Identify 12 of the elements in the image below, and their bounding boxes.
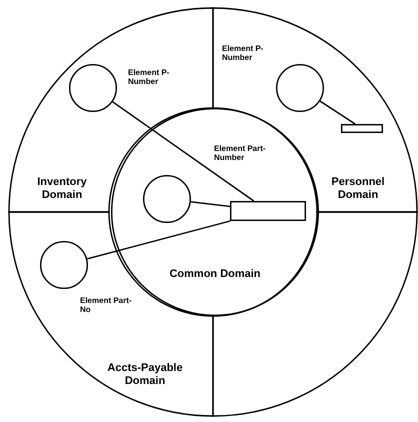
- element-label: Element P-Number: [222, 44, 264, 62]
- domain-label: Common Domain: [168, 268, 262, 281]
- domain-label: Inventory Domain: [36, 176, 88, 202]
- element-label: Element Part-Number: [214, 144, 266, 162]
- connector-line: [87, 220, 230, 260]
- element-label: Element P-Number: [128, 68, 170, 86]
- element-label: Element Part-No: [80, 296, 132, 314]
- connector-line: [190, 201, 230, 208]
- domain-label: Personnel Domain: [330, 176, 386, 202]
- domain-label: Accts-Payable Domain: [106, 362, 184, 388]
- connector-line: [320, 100, 356, 125]
- connector-line: [112, 101, 254, 202]
